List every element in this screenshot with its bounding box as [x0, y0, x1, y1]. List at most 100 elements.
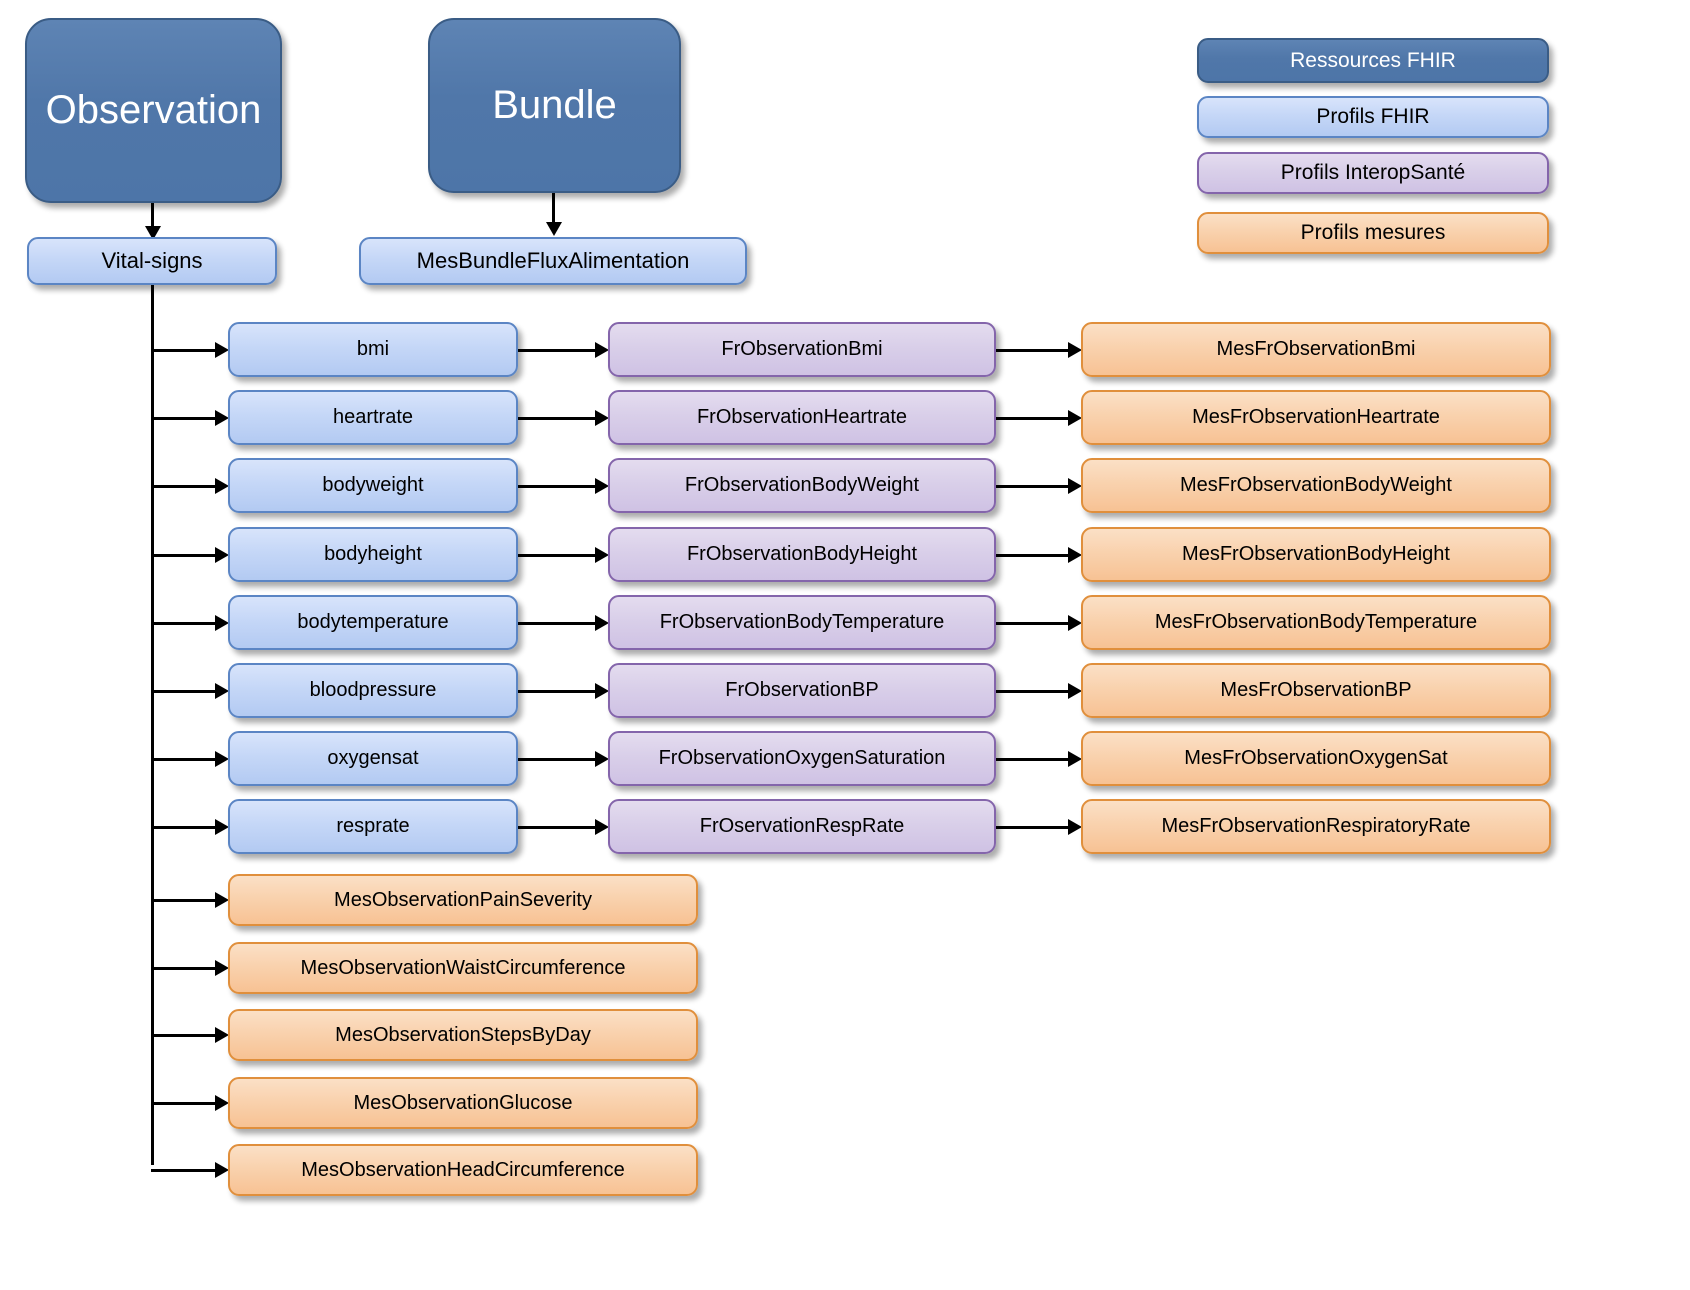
node-mesobservationpainseverity-label: MesObservationPainSeverity	[334, 888, 592, 911]
connector-spine-to-bodytemperature-head	[215, 614, 229, 631]
legend-label-ressources-fhir: Ressources FHIR	[1290, 48, 1456, 72]
connector-bloodpressure-to-interop-head	[595, 682, 609, 699]
node-mesobservationstepsbyday-label: MesObservationStepsByDay	[335, 1023, 591, 1046]
node-frobservationbodyweight[interactable]: FrObservationBodyWeight	[608, 458, 996, 513]
connector-bloodpressure-to-mesure-head	[1068, 682, 1082, 699]
node-mesfrobservationheartrate[interactable]: MesFrObservationHeartrate	[1081, 390, 1551, 445]
connector-bodyweight-to-interop	[518, 484, 597, 488]
connector-observation-to-vitalsigns	[151, 203, 154, 230]
connector-oxygensat-to-interop	[518, 757, 597, 761]
node-frobservationbodyheight[interactable]: FrObservationBodyHeight	[608, 527, 996, 582]
node-mesfrobservationoxygensat[interactable]: MesFrObservationOxygenSat	[1081, 731, 1551, 786]
connector-spine-to-bodyheight-head	[215, 546, 229, 563]
node-mesobservationheadcircumference[interactable]: MesObservationHeadCircumference	[228, 1144, 698, 1196]
connector-oxygensat-to-interop-head	[595, 750, 609, 767]
connector-spine-to-oxygensat-head	[215, 750, 229, 767]
node-vital-signs[interactable]: Vital-signs	[27, 237, 277, 285]
connector-bloodpressure-to-mesure	[996, 689, 1070, 693]
node-frobservationbodytemperature[interactable]: FrObservationBodyTemperature	[608, 595, 996, 650]
node-froservationresprate[interactable]: FrOservationRespRate	[608, 799, 996, 854]
connector-bodytemperature-to-mesure	[996, 621, 1070, 625]
node-mesobservationheadcircumference-label: MesObservationHeadCircumference	[301, 1158, 625, 1181]
node-mesobservationstepsbyday[interactable]: MesObservationStepsByDay	[228, 1009, 698, 1061]
node-bmi-label: bmi	[356, 338, 390, 361]
connector-spine-to-extra-4	[151, 1169, 217, 1172]
connector-heartrate-to-mesure-head	[1068, 409, 1082, 426]
node-bloodpressure[interactable]: bloodpressure	[228, 663, 518, 718]
node-mesobservationglucose-label: MesObservationGlucose	[353, 1091, 573, 1114]
connector-bodytemperature-to-mesure-head	[1068, 614, 1082, 631]
connector-spine-to-resprate-head	[215, 818, 229, 835]
node-frobservationheartrate-label: FrObservationHeartrate	[696, 406, 908, 429]
node-bodytemperature[interactable]: bodytemperature	[228, 595, 518, 650]
node-mesfrobservationbmi-label: MesFrObservationBmi	[1216, 338, 1416, 361]
connector-spine-to-heartrate-head	[215, 409, 229, 426]
connector-spine-to-extra-2-head	[215, 1027, 229, 1043]
node-mesfrobservationbodytemperature[interactable]: MesFrObservationBodyTemperature	[1081, 595, 1551, 650]
node-mesfrobservationbmi[interactable]: MesFrObservationBmi	[1081, 322, 1551, 377]
node-frobservationbmi[interactable]: FrObservationBmi	[608, 322, 996, 377]
node-mesfrobservationbodyweight[interactable]: MesFrObservationBodyWeight	[1081, 458, 1551, 513]
legend-item-profils-interopsante: Profils InteropSanté	[1197, 152, 1549, 194]
connector-spine-to-extra-1-head	[215, 960, 229, 976]
node-mesfrobservationrespiratoryrate[interactable]: MesFrObservationRespiratoryRate	[1081, 799, 1551, 854]
node-bodyheight[interactable]: bodyheight	[228, 527, 518, 582]
node-mesobservationglucose[interactable]: MesObservationGlucose	[228, 1077, 698, 1129]
node-mesfrobservationrespiratoryrate-label: MesFrObservationRespiratoryRate	[1161, 815, 1471, 838]
connector-spine-to-bodyweight-head	[215, 477, 229, 494]
node-frobservationheartrate[interactable]: FrObservationHeartrate	[608, 390, 996, 445]
connector-spine-to-bloodpressure-head	[215, 682, 229, 699]
connector-spine-to-heartrate	[151, 416, 217, 420]
node-mesbundlefluxalimentation[interactable]: MesBundleFluxAlimentation	[359, 237, 747, 285]
node-mesfrobservationoxygensat-label: MesFrObservationOxygenSat	[1184, 747, 1448, 770]
node-mesfrobservationbodytemperature-label: MesFrObservationBodyTemperature	[1154, 611, 1478, 634]
node-frobservationbodyheight-label: FrObservationBodyHeight	[686, 543, 918, 566]
connector-spine-to-extra-0	[151, 899, 217, 902]
connector-resprate-to-mesure-head	[1068, 818, 1082, 835]
connector-bmi-to-mesure	[996, 348, 1070, 352]
node-mesfrobservationbodyheight[interactable]: MesFrObservationBodyHeight	[1081, 527, 1551, 582]
connector-bodyheight-to-interop	[518, 553, 597, 557]
node-frobservationbmi-label: FrObservationBmi	[721, 338, 883, 361]
node-heartrate[interactable]: heartrate	[228, 390, 518, 445]
connector-resprate-to-interop	[518, 825, 597, 829]
connector-bodyheight-to-mesure	[996, 553, 1070, 557]
node-bodyweight[interactable]: bodyweight	[228, 458, 518, 513]
node-mesobservationpainseverity[interactable]: MesObservationPainSeverity	[228, 874, 698, 926]
node-bodyweight-label: bodyweight	[322, 474, 424, 497]
node-bmi[interactable]: bmi	[228, 322, 518, 377]
node-frobservationbp[interactable]: FrObservationBP	[608, 663, 996, 718]
connector-spine-to-extra-0-head	[215, 892, 229, 908]
node-vital-signs-label: Vital-signs	[101, 247, 203, 273]
connector-heartrate-to-interop-head	[595, 409, 609, 426]
node-mesfrobservationbp[interactable]: MesFrObservationBP	[1081, 663, 1551, 718]
node-bundle[interactable]: Bundle	[428, 18, 681, 193]
node-mesfrobservationheartrate-label: MesFrObservationHeartrate	[1192, 406, 1440, 429]
node-frobservationbodyweight-label: FrObservationBodyWeight	[684, 474, 920, 497]
connector-spine-to-bmi	[151, 348, 217, 352]
connector-spine-to-resprate	[151, 825, 217, 829]
node-mesobservationwaistcircumference[interactable]: MesObservationWaistCircumference	[228, 942, 698, 994]
node-frobservationoxygensaturation[interactable]: FrObservationOxygenSaturation	[608, 731, 996, 786]
node-bodyheight-label: bodyheight	[324, 543, 422, 566]
connector-spine-to-extra-3-head	[215, 1095, 229, 1111]
connector-bodyweight-to-interop-head	[595, 477, 609, 494]
node-frobservationbp-label: FrObservationBP	[725, 679, 879, 702]
node-bodytemperature-label: bodytemperature	[297, 611, 449, 634]
node-resprate-label: resprate	[336, 815, 410, 838]
node-mesfrobservationbp-label: MesFrObservationBP	[1220, 679, 1412, 702]
connector-oxygensat-to-mesure	[996, 757, 1070, 761]
node-mesobservationwaistcircumference-label: MesObservationWaistCircumference	[300, 956, 626, 979]
node-heartrate-label: heartrate	[332, 406, 414, 429]
node-observation[interactable]: Observation	[25, 18, 282, 203]
node-mesfrobservationbodyweight-label: MesFrObservationBodyWeight	[1180, 474, 1452, 497]
node-oxygensat[interactable]: oxygensat	[228, 731, 518, 786]
legend-item-profils-mesures: Profils mesures	[1197, 212, 1549, 254]
connector-spine-to-bodyheight	[151, 553, 217, 557]
node-bloodpressure-label: bloodpressure	[309, 679, 437, 702]
connector-spine-to-extra-2	[151, 1034, 217, 1037]
node-frobservationbodytemperature-label: FrObservationBodyTemperature	[659, 611, 945, 634]
connector-spine-to-extra-3	[151, 1102, 217, 1105]
connector-spine-to-bodyweight	[151, 484, 217, 488]
node-resprate[interactable]: resprate	[228, 799, 518, 854]
